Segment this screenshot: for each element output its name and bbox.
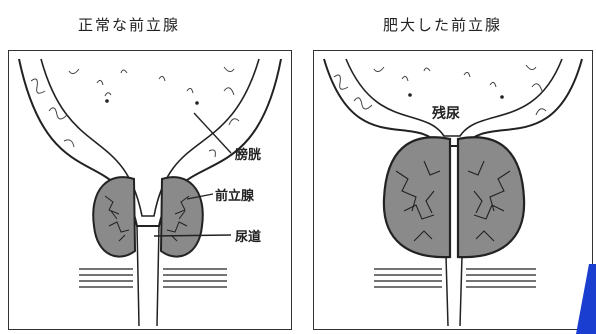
enlarged-prostate-panel: 残尿 bbox=[313, 50, 593, 330]
label-prostate: 前立腺 bbox=[215, 189, 255, 204]
label-residual-urine: 残尿 bbox=[432, 106, 460, 122]
label-bladder: 膀胱 bbox=[235, 148, 262, 163]
normal-prostate-panel: 膀胱 前立腺 尿道 bbox=[8, 50, 292, 330]
title-enlarged-prostate: 肥大した前立腺 bbox=[383, 16, 503, 34]
enlarged-prostate-illustration bbox=[323, 58, 583, 327]
normal-prostate-illustration bbox=[18, 58, 282, 327]
label-urethra: 尿道 bbox=[235, 230, 262, 245]
title-normal-prostate: 正常な前立腺 bbox=[78, 16, 181, 34]
